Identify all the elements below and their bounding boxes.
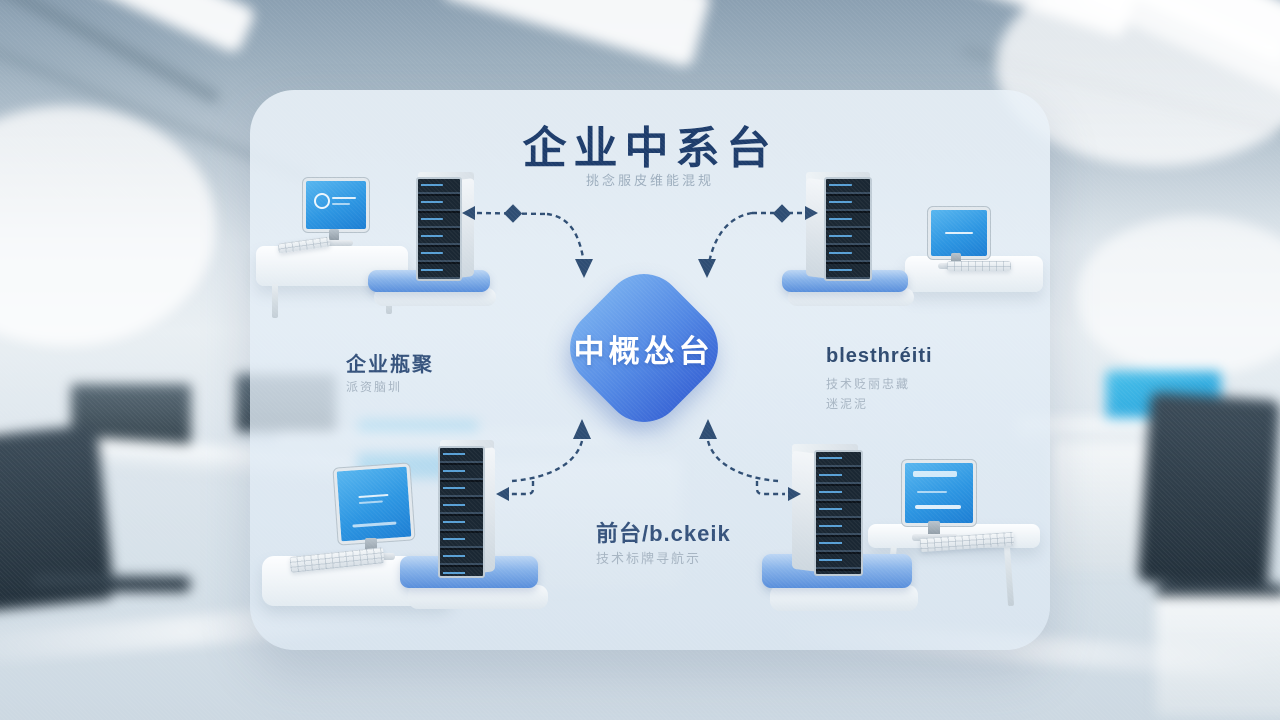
label-right-heading: blesthréiti <box>826 345 933 367</box>
server-top <box>792 444 858 453</box>
monitor-base <box>315 240 353 246</box>
keyboard-icon <box>947 261 1011 271</box>
page-title: 企业中系台 <box>522 124 778 173</box>
label-bottom-sub: 技术标牌寻航示 <box>596 551 702 566</box>
platform-base <box>770 585 918 611</box>
screen-logo <box>314 193 330 209</box>
server-front <box>814 450 863 576</box>
screen-progress-bar <box>915 505 961 509</box>
server-top <box>440 440 494 449</box>
label-bottom-heading: 前台/b.ckeik <box>596 521 731 546</box>
office-chair-base <box>31 576 191 592</box>
label-right-sub1: 技术贬丽忠藏 <box>826 377 911 391</box>
label-right-sub2: 迷泥泥 <box>826 397 869 411</box>
monitor-icon <box>927 206 991 260</box>
server-top <box>806 172 870 180</box>
server-front <box>824 177 872 281</box>
connector-bottom-left <box>496 419 591 501</box>
screen-text-line <box>917 491 947 493</box>
connector-bottom-right <box>699 419 801 501</box>
server-top <box>418 172 474 180</box>
label-left-heading: 企业瓶聚 <box>346 354 434 376</box>
monitor-stand <box>329 229 339 241</box>
platform-base <box>788 288 914 306</box>
office-chair-base <box>1156 584 1280 598</box>
window-glow <box>1076 216 1280 376</box>
connector-top-left <box>462 204 593 278</box>
label-left-sub: 派资脑圳 <box>346 380 403 394</box>
monitor-stand <box>951 253 961 264</box>
connector-top-right <box>698 204 818 278</box>
screen-header-bar <box>913 471 957 477</box>
server-front <box>438 446 485 578</box>
page-subtitle: 挑念服皮维能混规 <box>585 173 714 188</box>
platform-base <box>374 288 496 306</box>
screen-text-line <box>945 232 973 234</box>
desk-leg <box>272 284 278 318</box>
screen-text-line <box>332 203 350 205</box>
monitor-stand <box>928 521 940 536</box>
screen-text-line <box>332 197 356 199</box>
server-front <box>416 177 462 281</box>
platform-base <box>408 585 548 609</box>
